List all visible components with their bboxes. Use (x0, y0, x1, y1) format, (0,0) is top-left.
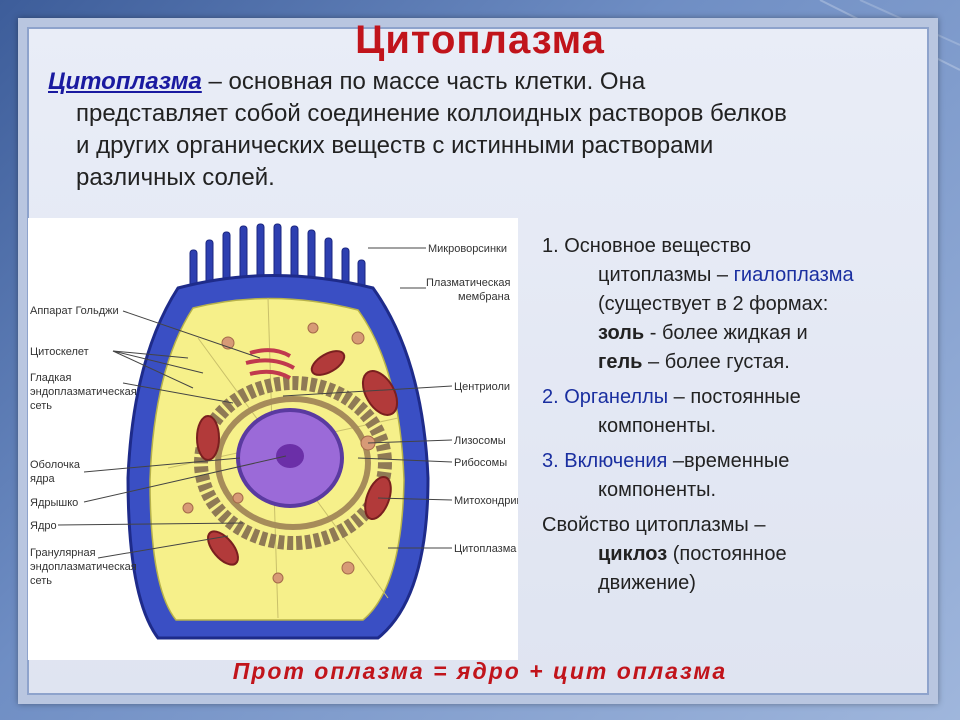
leader-lines (57, 247, 453, 559)
label-rough-er-2: эндоплазматическая (30, 561, 137, 573)
list-item-2: 2. Органеллы – постоянные компоненты. (542, 383, 922, 441)
nucleolus-shape (276, 444, 304, 468)
intro-line4: различных солей. (76, 164, 275, 191)
item3-desc: –временные (667, 450, 790, 472)
list-item-1: 1. Основное вещество цитоплазмы – гиалоп… (542, 232, 922, 377)
rough-er-inner (215, 396, 371, 530)
item2-organelles: 2. Органеллы (542, 386, 669, 408)
item1-line-b: цитоплазмы – (598, 264, 734, 286)
label-lysosomes: Лизосомы (454, 435, 506, 447)
label-nuclear-envelope-2: ядра (30, 473, 55, 485)
item1-gel: гель (598, 351, 643, 373)
label-smooth-er-1: Гладкая (30, 372, 71, 384)
label-rough-er-3: сеть (30, 575, 52, 587)
intro-line2: представляет собой соединение коллоидных… (76, 100, 787, 127)
item2-desc: – постоянные (668, 386, 801, 408)
label-nuclear-envelope-1: Оболочка (30, 459, 81, 471)
property-line-a: Свойство цитоплазмы – (542, 514, 766, 536)
label-cytoskeleton: Цитоскелет (30, 346, 89, 358)
property-desc: (постоянное (667, 543, 787, 565)
label-nucleolus: Ядрышко (30, 497, 78, 509)
slide-title: Цитоплазма (355, 18, 605, 62)
label-rough-er-1: Гранулярная (30, 547, 96, 559)
item1-line-a: 1. Основное вещество (542, 235, 751, 257)
item3-line-b: компоненты. (598, 479, 717, 501)
rough-er-shape (194, 376, 392, 550)
label-smooth-er-3: сеть (30, 400, 52, 412)
intro-term: Цитоплазма (48, 68, 202, 95)
golgi-shape (245, 348, 295, 380)
protoplasm-formula: Прот оплазма = ядро + цит оплазма (232, 658, 728, 684)
label-nucleus: Ядро (30, 520, 57, 532)
intro-line1: – основная по массе часть клетки. Она (201, 68, 646, 95)
property-cyclosis: циклоз (598, 543, 668, 565)
property-line-c: движение) (598, 572, 696, 594)
cell-diagram: Микроворсинки Плазматическая мембрана Ап… (28, 218, 523, 660)
item1-sol: золь (598, 322, 645, 344)
label-cytoplasm: Цитоплазма (454, 543, 517, 555)
label-mitochondria: Митохондрии (454, 495, 518, 507)
item2-line-b: компоненты. (598, 415, 717, 437)
components-list: 1. Основное вещество цитоплазмы – гиалоп… (542, 232, 922, 604)
intro-line3: и других органических веществ с истинным… (76, 132, 714, 159)
cell-diagram-svg: Микроворсинки Плазматическая мембрана Ап… (30, 223, 523, 640)
label-centrioles: Центриоли (454, 381, 510, 393)
label-plasma-membrane-1: Плазматическая (426, 277, 511, 289)
label-smooth-er-2: эндоплазматическая (30, 386, 137, 398)
label-ribosomes: Рибосомы (454, 457, 507, 469)
label-microvilli: Микроворсинки (428, 243, 507, 255)
intro-paragraph: Цитоплазма – основная по массе часть кле… (48, 66, 908, 194)
label-golgi: Аппарат Гольджи (30, 305, 119, 317)
item3-inclusions: 3. Включения (542, 450, 668, 472)
item1-gel-desc: – более густая. (642, 351, 790, 373)
property-item: Свойство цитоплазмы – циклоз (постоянное… (542, 511, 922, 598)
label-plasma-membrane-2: мембрана (458, 291, 511, 303)
item1-sol-desc: - более жидкая и (644, 322, 808, 344)
list-item-3: 3. Включения –временные компоненты. (542, 447, 922, 505)
item1-hyaloplasm: гиалоплазма (733, 264, 854, 286)
item1-line-c: (существует в 2 формах: (598, 293, 829, 315)
